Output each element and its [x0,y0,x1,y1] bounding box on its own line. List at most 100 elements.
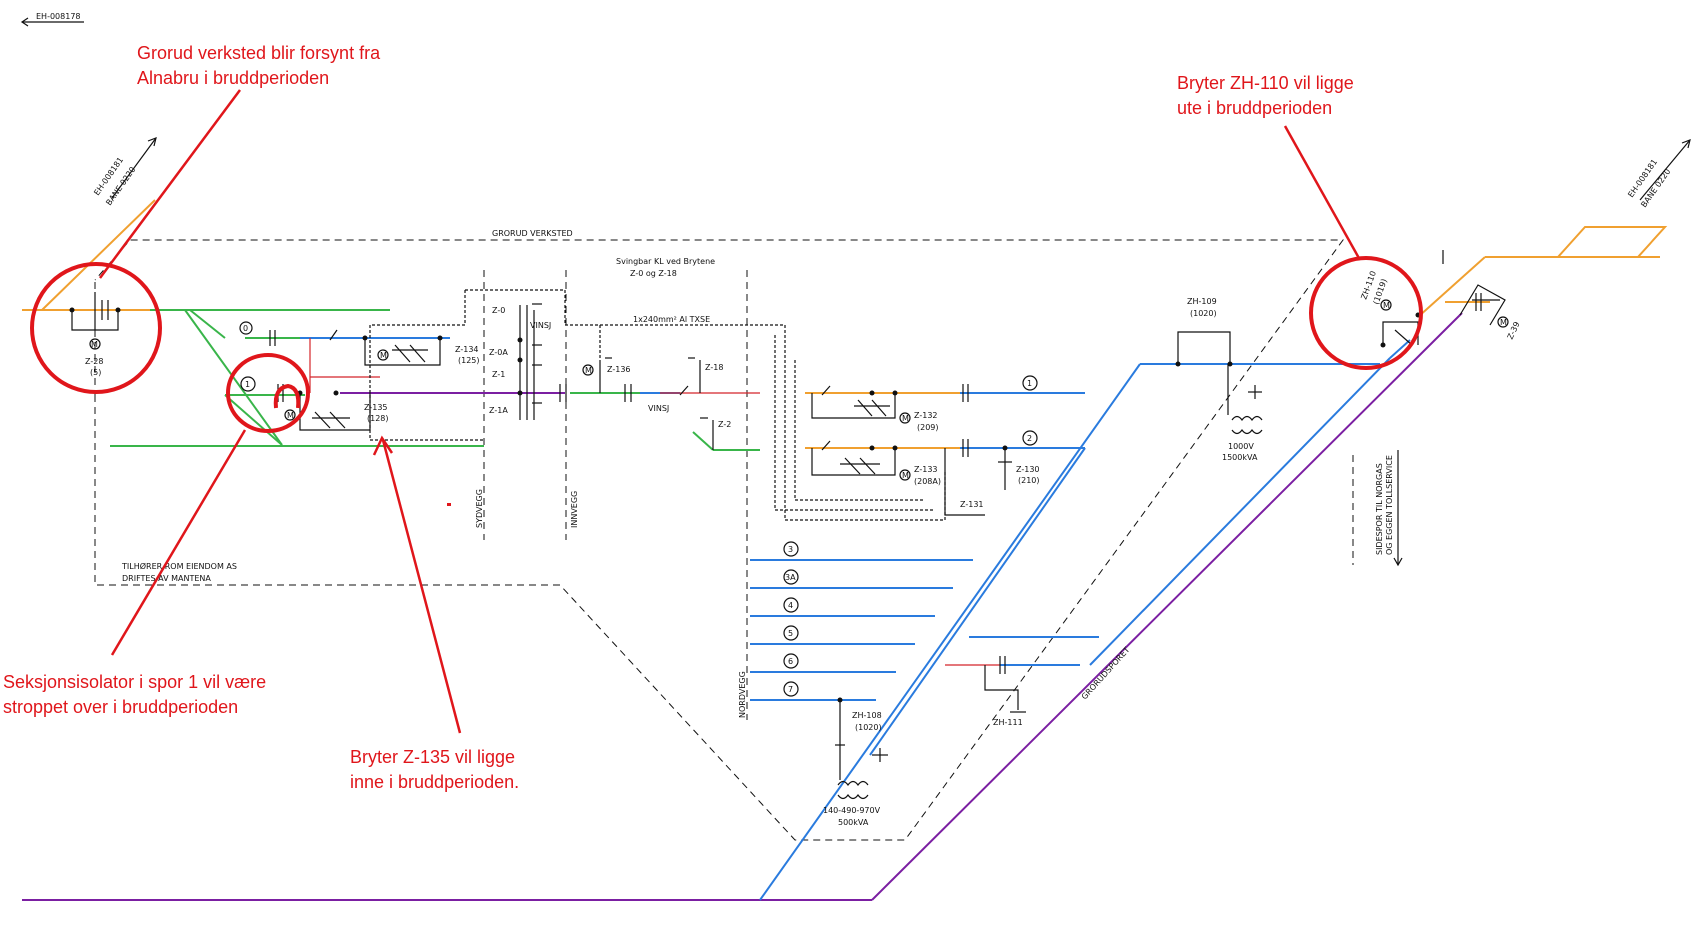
svg-text:Z-134: Z-134 [455,345,479,354]
switch-z132[interactable]: M Z-132 (209) [811,390,939,433]
orange-feeder-left [22,199,156,311]
svg-text:Z-1A: Z-1A [489,406,508,415]
annotation-circle-zh110 [1309,256,1423,370]
switch-z136[interactable]: M Z-136 [582,357,631,393]
track-badge-7: 7 [783,681,799,697]
svg-text:1500kVA: 1500kVA [1222,453,1258,462]
svg-text:Z-0 og Z-18: Z-0 og Z-18 [630,269,677,278]
svg-text:1: 1 [1027,379,1032,388]
svg-text:Z-2: Z-2 [718,420,731,429]
svg-text:Z-18: Z-18 [705,363,723,372]
svg-text:M: M [1383,301,1390,310]
sidespor-arrow: SIDESPOR TIL NORGAS OG EGGEN TOLLSERVICE [1352,450,1403,567]
track-badge-4: 4 [783,597,799,613]
svg-text:(210): (210) [1018,476,1040,485]
svg-text:1: 1 [245,380,250,389]
drawing-ref-left-arrow: EH-008181 BANE 0220 [92,137,157,207]
svg-text:3A: 3A [785,573,796,582]
switch-z134[interactable]: M Z-134 (125) [362,335,480,366]
annotation-seksjonsisolator: Seksjonsisolator i spor 1 vil være strop… [3,429,266,717]
grorud-verksted-boundary: GRORUD VERKSTED [94,229,1344,841]
svg-text:NORDVEGG: NORDVEGG [738,671,747,718]
svg-text:(128): (128) [367,414,389,423]
blue-tracks [300,337,1411,901]
annotation-circle-isolator [226,353,310,433]
svg-text:TILHØRER ROM EIENDOM AS: TILHØRER ROM EIENDOM AS [121,561,237,571]
svg-text:Z-130: Z-130 [1016,465,1040,474]
svg-text:ZH-109: ZH-109 [1187,297,1217,306]
switch-z135[interactable]: M Z-135 (128) [284,390,389,431]
svg-text:2: 2 [1027,434,1032,443]
switch-zh108[interactable]: ZH-108 (1020) [835,697,882,761]
track-badge-5: 5 [783,625,799,641]
svg-text:5: 5 [788,629,793,638]
svg-text:SYDVEGG: SYDVEGG [475,489,484,528]
svingbar-note: Svingbar KL ved Brytene Z-0 og Z-18 [616,257,715,278]
svg-text:0: 0 [243,324,248,333]
svg-text:M: M [1500,318,1507,327]
transformer-zh109: 1000V 1500kVA [1222,385,1263,462]
svg-text:Bryter ZH-110 vil ligge: Bryter ZH-110 vil ligge [1177,73,1354,93]
svg-text:500kVA: 500kVA [838,818,869,827]
switch-group-z0-z1a[interactable]: Z-0 VINSJ Z-0A Z-1 Z-1A [489,303,551,420]
svg-text:ZH-108: ZH-108 [852,711,882,720]
svg-text:Z-133: Z-133 [914,465,938,474]
track-badge-3: 3 [783,541,799,557]
annotation-grorud-forsynt: Grorud verksted blir forsynt fra Alnabru… [98,43,381,279]
switch-z18[interactable]: Z-18 VINSJ [648,357,723,413]
annotation-z135: Bryter Z-135 vil ligge inne i bruddperio… [350,435,519,792]
svg-text:Z-0A: Z-0A [489,348,508,357]
drawing-ref-top-left: EH-008178 [20,12,84,27]
svg-text:(5): (5) [90,368,101,377]
svg-text:Z-136: Z-136 [607,365,631,374]
svg-text:Svingbar KL ved Brytene: Svingbar KL ved Brytene [616,257,715,266]
orange-tracks-right [805,226,1668,449]
switch-z28[interactable]: M Z-28 (5) [69,292,121,377]
svg-text:stroppet over i bruddperioden: stroppet over i bruddperioden [3,697,238,717]
svg-text:1000V: 1000V [1228,442,1254,451]
cable-routes: 1x240mm² Al TXSE [369,289,946,521]
switch-z39[interactable]: M Z-39 [1459,284,1522,341]
svg-text:Z-131: Z-131 [960,500,984,509]
switch-z130[interactable]: Z-130 (210) [998,445,1040,491]
svg-text:7: 7 [788,685,793,694]
switch-z133[interactable]: M Z-133 (208A) [811,445,941,487]
switch-z2[interactable]: Z-2 [700,417,731,450]
svg-text:3: 3 [788,545,793,554]
svg-text:6: 6 [788,657,793,666]
red-wiring [309,338,1000,666]
svg-text:M: M [902,471,909,480]
svg-text:Z-1: Z-1 [492,370,505,379]
svg-text:GRORUD VERKSTED: GRORUD VERKSTED [492,229,573,238]
svg-text:1x240mm² Al TXSE: 1x240mm² Al TXSE [633,315,710,324]
svg-text:ute i bruddperioden: ute i bruddperioden [1177,98,1332,118]
switch-z131[interactable]: Z-131 [944,448,985,516]
svg-text:Z-132: Z-132 [914,411,938,420]
svg-text:M: M [380,351,387,360]
green-tracks [110,309,760,451]
svg-text:(1020): (1020) [855,723,882,732]
svg-text:Seksjonsisolator i spor 1 vil: Seksjonsisolator i spor 1 vil være [3,672,266,692]
switch-zh111[interactable]: ZH-111 [984,665,1026,727]
track-badge-1-left: 1 [240,376,256,392]
wall-lines: SYDVEGG INNVEGG NORDVEGG [475,270,748,720]
svg-text:Grorud verksted blir forsynt f: Grorud verksted blir forsynt fra [137,43,381,63]
drawing-ref-right-arrow: EH-008181 BANE 0220 [1626,139,1691,209]
track-badge-3a: 3A [783,569,799,585]
track-badge-6: 6 [783,653,799,669]
svg-text:Z-135: Z-135 [364,403,388,412]
svg-text:OG EGGEN TOLLSERVICE: OG EGGEN TOLLSERVICE [1385,455,1394,555]
svg-text:(125): (125) [458,356,480,365]
svg-text:Z-28: Z-28 [85,357,103,366]
section-insulators [269,293,1482,674]
svg-text:Z-0: Z-0 [492,306,505,315]
svg-text:SIDESPOR TIL NORGAS: SIDESPOR TIL NORGAS [1375,463,1384,555]
svg-text:M: M [585,366,592,375]
track-badge-0: 0 [239,321,253,335]
rom-eiendom-label: TILHØRER ROM EIENDOM AS DRIFTES AV MANTE… [121,561,237,583]
svg-text:M: M [902,414,909,423]
switch-zh109[interactable]: ZH-109 (1020) [1175,297,1233,390]
transformer-zh108: 140-490-970V 500kVA [823,748,888,827]
svg-text:DRIFTES AV MANTENA: DRIFTES AV MANTENA [122,574,211,583]
